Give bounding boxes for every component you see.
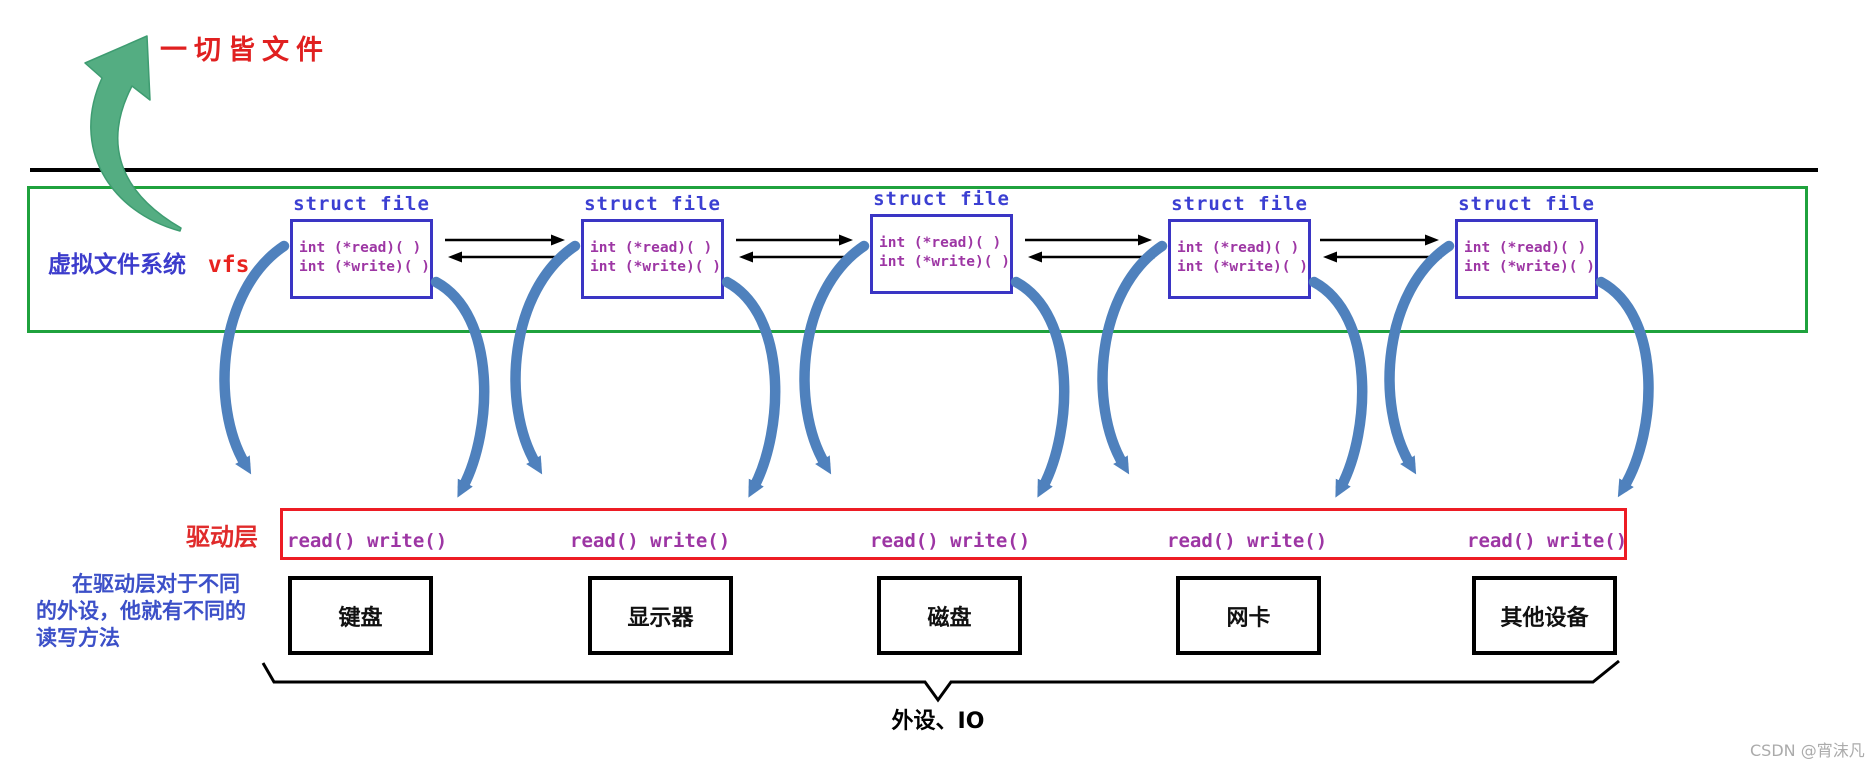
device-box-keyboard: 键盘 bbox=[288, 576, 433, 655]
vfs-label-code: vfs bbox=[207, 252, 250, 278]
watermark: CSDN @宵沫凡 bbox=[1750, 741, 1865, 760]
struct-file-box: int (*read)( ) int (*write)( ) bbox=[1168, 219, 1311, 299]
read-fn-pointer: int (*read)( ) bbox=[590, 240, 713, 256]
struct-file-box: int (*read)( ) int (*write)( ) bbox=[290, 219, 433, 299]
peripherals-brace bbox=[261, 659, 1620, 703]
device-box-other: 其他设备 bbox=[1472, 576, 1617, 655]
write-fn-pointer: int (*write)( ) bbox=[590, 259, 721, 275]
struct-file-title: struct file bbox=[1458, 193, 1595, 215]
driver-note-line2: 的外设，他就有不同的 bbox=[36, 598, 246, 623]
device-box-nic: 网卡 bbox=[1176, 576, 1321, 655]
struct-file-box: int (*read)( ) int (*write)( ) bbox=[870, 214, 1013, 294]
everything-is-a-file-note: 一切皆文件 bbox=[160, 35, 330, 66]
struct-file-box: int (*read)( ) int (*write)( ) bbox=[1455, 219, 1598, 299]
write-fn-pointer: int (*write)( ) bbox=[1177, 259, 1308, 275]
read-fn-pointer: int (*read)( ) bbox=[1464, 240, 1587, 256]
driver-read-write: read() write() bbox=[1167, 530, 1328, 552]
write-fn-pointer: int (*write)( ) bbox=[299, 259, 430, 275]
driver-note-line1: 在驱动层对于不同 bbox=[72, 571, 240, 596]
write-fn-pointer: int (*write)( ) bbox=[879, 254, 1010, 270]
vfs-layer-box bbox=[27, 186, 1808, 333]
read-fn-pointer: int (*read)( ) bbox=[1177, 240, 1300, 256]
struct-file-title: struct file bbox=[873, 188, 1010, 210]
struct-file-column: struct file int (*read)( ) int (*write)(… bbox=[870, 188, 1013, 294]
struct-file-column: struct file int (*read)( ) int (*write)(… bbox=[1455, 193, 1598, 299]
driver-layer-box bbox=[280, 508, 1627, 560]
struct-file-box: int (*read)( ) int (*write)( ) bbox=[581, 219, 724, 299]
device-box-disk: 磁盘 bbox=[877, 576, 1022, 655]
vfs-layer-label: 虚拟文件系统 vfs bbox=[48, 245, 249, 279]
device-box-display: 显示器 bbox=[588, 576, 733, 655]
struct-file-title: struct file bbox=[584, 193, 721, 215]
driver-read-write: read() write() bbox=[570, 530, 731, 552]
read-fn-pointer: int (*read)( ) bbox=[299, 240, 422, 256]
driver-read-write: read() write() bbox=[1467, 530, 1628, 552]
write-fn-pointer: int (*write)( ) bbox=[1464, 259, 1595, 275]
driver-layer-label: 驱动层 bbox=[186, 522, 258, 551]
peripherals-io-label: 外设、IO bbox=[891, 709, 985, 734]
read-fn-pointer: int (*read)( ) bbox=[879, 235, 1002, 251]
struct-file-column: struct file int (*read)( ) int (*write)(… bbox=[1168, 193, 1311, 299]
top-divider-line bbox=[30, 168, 1818, 172]
struct-file-title: struct file bbox=[293, 193, 430, 215]
driver-read-write: read() write() bbox=[870, 530, 1031, 552]
driver-read-write: read() write() bbox=[287, 530, 448, 552]
struct-file-title: struct file bbox=[1171, 193, 1308, 215]
vfs-label-cn: 虚拟文件系统 bbox=[48, 251, 186, 278]
driver-note-line3: 读写方法 bbox=[36, 625, 120, 650]
struct-file-column: struct file int (*read)( ) int (*write)(… bbox=[581, 193, 724, 299]
struct-file-column: struct file int (*read)( ) int (*write)(… bbox=[290, 193, 433, 299]
driver-note: 在驱动层对于不同 的外设，他就有不同的 读写方法 bbox=[36, 570, 288, 651]
